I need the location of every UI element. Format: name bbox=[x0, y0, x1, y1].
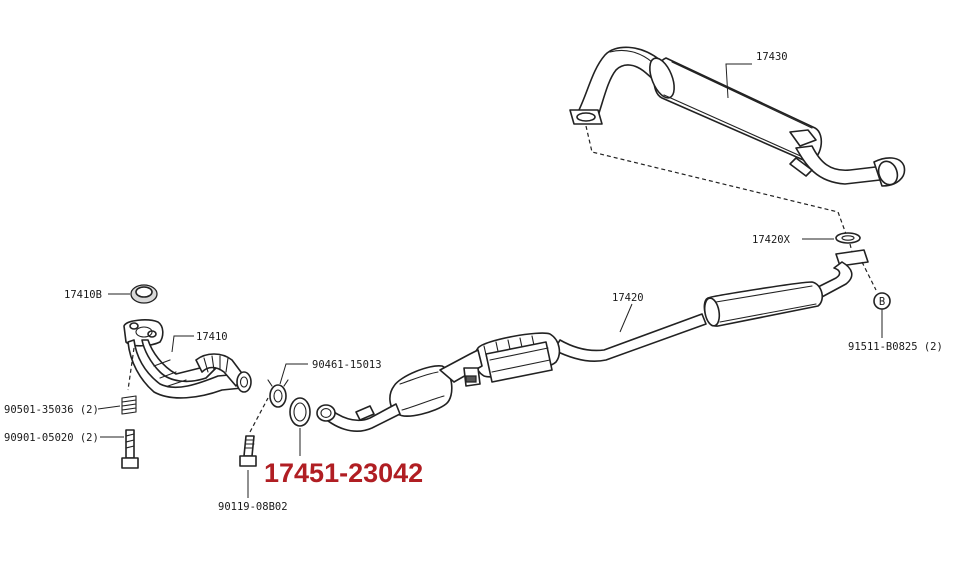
gasket-17410b bbox=[130, 284, 158, 304]
leader-17410 bbox=[171, 335, 194, 353]
bolt-90119-08b02 bbox=[239, 435, 257, 467]
assembly-line-b bbox=[861, 261, 877, 291]
label-90119: 90119-08B02 bbox=[218, 501, 288, 513]
spring-90501-35036 bbox=[121, 395, 137, 415]
center-pipe-17420 bbox=[316, 249, 869, 432]
leader-90461 bbox=[279, 363, 308, 385]
highlight-part-number: 17451-23042 bbox=[264, 458, 423, 488]
assembly-line-front bbox=[127, 347, 135, 391]
assembly-line-gasket bbox=[849, 243, 853, 253]
label-17420: 17420 bbox=[612, 292, 644, 304]
label-17410b: 17410B bbox=[64, 289, 102, 301]
label-90501: 90501-35036 (2) bbox=[4, 404, 99, 416]
label-91511: 91511-B0825 (2) bbox=[848, 341, 943, 353]
leader-90501 bbox=[97, 405, 121, 410]
muffler-17430 bbox=[569, 46, 906, 187]
assembly-line-bolt bbox=[249, 397, 269, 433]
label-17410: 17410 bbox=[196, 331, 228, 343]
leader-17420 bbox=[619, 303, 633, 333]
gasket-90461-15013 bbox=[267, 379, 289, 408]
front-pipe-17410 bbox=[123, 319, 252, 399]
label-17420x: 17420X bbox=[752, 234, 791, 246]
gasket-17420x bbox=[835, 232, 861, 244]
label-17430: 17430 bbox=[756, 51, 788, 63]
bolt-90901-05020 bbox=[121, 429, 139, 469]
gasket-17451-23042 bbox=[289, 397, 311, 427]
label-90461: 90461-15013 bbox=[312, 359, 382, 371]
leader-17430 bbox=[725, 63, 752, 99]
callout-b-letter: B bbox=[879, 296, 885, 308]
label-90901: 90901-05020 (2) bbox=[4, 432, 99, 444]
